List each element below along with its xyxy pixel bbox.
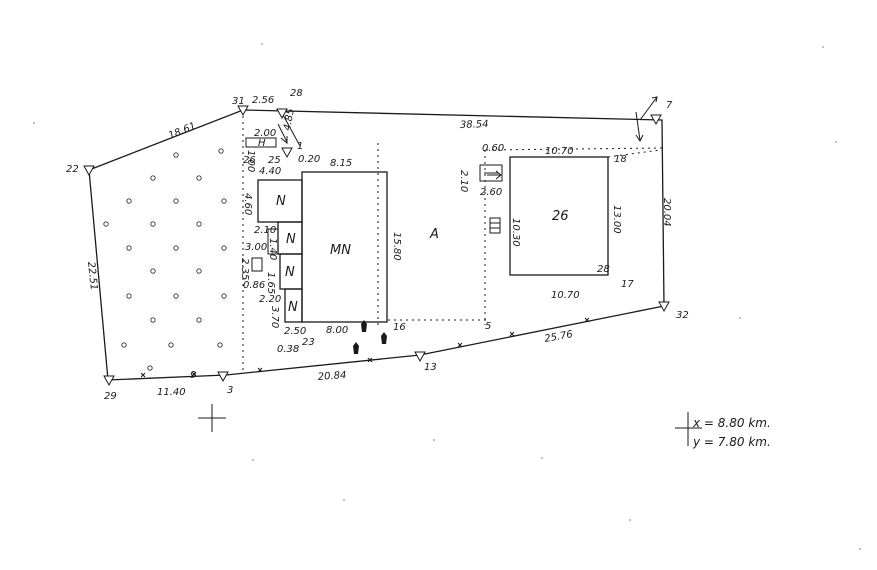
dimension-label: 10.30 [510, 218, 521, 247]
dimension-label: 8.15 [330, 158, 352, 169]
point-label: 28 [597, 264, 610, 275]
point-label: 5 [485, 321, 491, 332]
zone-label-a: A [429, 227, 439, 242]
dimension-label: 4.60 [242, 193, 253, 215]
scan-noise [33, 43, 861, 550]
dimension-label: 0.38 [277, 344, 299, 355]
point-label: 29 [104, 391, 117, 402]
orchard-trees [103, 148, 227, 371]
building-26 [509, 156, 609, 276]
annex-label: N [285, 265, 295, 280]
building-label-26: 26 [552, 209, 569, 224]
dimension-labels: 18.61 2.56 4.85 38.54 20.04 25.76 20.84 … [85, 95, 672, 398]
dimension-label: 3.70 [269, 306, 280, 328]
point-label: 9 [190, 370, 196, 381]
dimension-label: 2.35 [239, 258, 250, 280]
dimension-label: 2.60 [480, 187, 502, 198]
dimension-label: 1.00 [245, 150, 256, 172]
dimension-label: 2.10 [254, 225, 276, 236]
point-label: 7 [666, 100, 673, 111]
dimension-label: 20.84 [317, 370, 346, 383]
coordinates-note: x = 8.80 km. y = 7.80 km. [692, 416, 771, 449]
dimension-label: 4.85 [282, 108, 297, 132]
annex-label: N [286, 232, 296, 247]
annex-label: N [276, 194, 286, 209]
coordinate-x: x = 8.80 km. [692, 416, 771, 430]
annex-label: H [258, 138, 266, 149]
dimension-label: 20.04 [661, 198, 672, 227]
dimension-label: 11.40 [157, 387, 186, 398]
parcel-boundary [88, 109, 665, 381]
survey-markers [83, 105, 670, 387]
dimension-label: 10.70 [545, 146, 574, 157]
dimension-label: 2.56 [252, 95, 274, 106]
dimension-label: 25.76 [544, 329, 574, 345]
point-label: 3 [227, 385, 233, 396]
boundary-ticks [140, 317, 590, 378]
coordinate-y: y = 7.80 km. [692, 435, 771, 449]
point-label: 1 [297, 141, 303, 152]
cross-mark-icon [198, 404, 702, 446]
point-label: 23 [302, 337, 315, 348]
dimension-label: 0.86 [243, 280, 265, 291]
dimension-label: 1.40 [267, 238, 278, 260]
dotted-lines [242, 110, 663, 370]
dimension-label: 2.50 [284, 326, 306, 337]
dimension-label: 38.54 [460, 119, 489, 131]
point-labels: 22 31 28 1 7 32 13 3 29 16 23 25 26 18 1… [66, 88, 689, 402]
entry-arrow-icon [277, 123, 502, 180]
point-label: 13 [424, 362, 437, 373]
point-label: 25 [268, 155, 281, 166]
building-labels: MN A 26 N N N N H [258, 138, 569, 315]
north-arrow-icon [635, 96, 658, 142]
annex-buildings [245, 137, 503, 323]
point-label: 32 [676, 310, 689, 321]
building-label-mn: MN [330, 243, 351, 258]
point-label: 18 [614, 154, 627, 165]
dimension-label: 10.70 [551, 290, 580, 301]
pole-icon [353, 320, 387, 354]
point-label: 28 [290, 88, 303, 99]
dimension-label: 8.00 [326, 325, 348, 336]
dimension-label: 2.20 [259, 294, 281, 305]
dimension-label: 18.61 [167, 121, 198, 142]
dimension-label: 22.51 [85, 261, 99, 291]
dimension-label: 2.10 [458, 170, 469, 192]
dimension-label: 13.00 [611, 205, 622, 234]
dimension-label: 0.60 [482, 143, 504, 154]
point-label: 17 [621, 279, 634, 290]
dimension-label: 2.00 [254, 128, 276, 139]
dimension-label: 3.00 [245, 242, 267, 253]
dimension-label: 1.65 [265, 272, 276, 294]
point-label: 22 [66, 164, 79, 175]
point-label: 16 [393, 322, 406, 333]
annex-label: N [288, 300, 298, 315]
dimension-label: 15.80 [391, 232, 402, 261]
point-label: 26 [243, 155, 256, 166]
dimension-label: 4.40 [259, 166, 281, 177]
dimension-label: 0.20 [298, 154, 320, 165]
point-label: 31 [232, 96, 245, 107]
